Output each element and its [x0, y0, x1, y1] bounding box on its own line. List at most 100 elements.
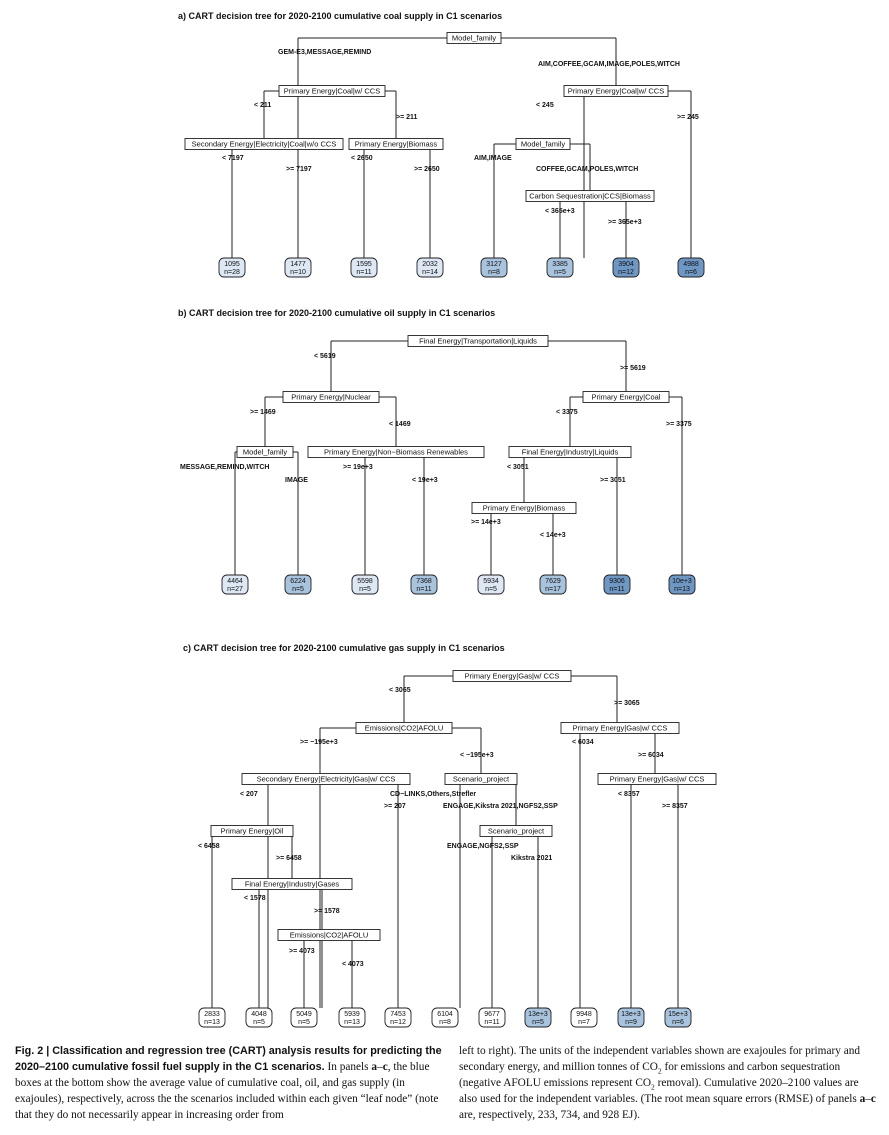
decision-node-label: Emissions|CO2|AFOLU [290, 931, 369, 940]
split-condition-label: >= 4073 [289, 948, 315, 955]
tree-panel-c: c) CART decision tree for 2020-2100 cumu… [183, 643, 717, 1028]
leaf-node-count: n=10 [290, 269, 306, 276]
decision-node-label: Primary Energy|Coal|w/ CCS [284, 87, 380, 96]
split-condition-label: ENGAGE,NGFS2,SSP [447, 843, 519, 850]
split-condition-label: < 1578 [244, 895, 266, 902]
split-condition-label: >= 1578 [314, 908, 340, 915]
leaf-node-count: n=12 [618, 269, 634, 276]
panel-title: a) CART decision tree for 2020-2100 cumu… [178, 11, 502, 21]
split-condition-label: < 2650 [351, 155, 373, 162]
leaf-node-value: 5598 [357, 578, 373, 585]
leaf-node-count: n=12 [390, 1019, 406, 1026]
caption-panel-a: a [371, 1061, 378, 1074]
caption-text: In panels [324, 1061, 372, 1074]
decision-node-box [278, 85, 386, 97]
decision-node-label: Primary Energy|Gas|w/ CCS [610, 775, 705, 784]
split-condition-label: AIM,IMAGE [474, 155, 512, 162]
split-condition-label: < 6034 [572, 739, 594, 746]
leaf-node-value: 9677 [484, 1011, 500, 1018]
leaf-node-value: 3127 [486, 261, 502, 268]
leaf-node-box [284, 574, 312, 595]
decision-node-label: Final Energy|Industry|Gases [245, 880, 340, 889]
split-condition-label: >= 1469 [250, 409, 276, 416]
decision-node-label: Primary Energy|Gas|w/ CCS [573, 724, 668, 733]
caption-panel-a: a [859, 1093, 866, 1106]
leaf-node-count: n=5 [485, 586, 497, 593]
decision-node-box [210, 825, 294, 837]
tree-panel-a: a) CART decision tree for 2020-2100 cumu… [178, 11, 705, 278]
split-condition-label: >= 3375 [666, 421, 692, 428]
leaf-node-count: n=11 [484, 1019, 499, 1026]
caption-text: removal). Cumulative 2020–2100 values ar… [459, 1077, 860, 1106]
decision-node-label: Final Energy|Industry|Liquids [522, 448, 619, 457]
decision-node-label: Primary Energy|Biomass [483, 504, 566, 513]
caption-text: left to right). The units of the indepen… [459, 1045, 861, 1074]
decision-node-box [563, 85, 669, 97]
split-condition-label: >= 3051 [600, 477, 626, 484]
caption-text: for emissions and carbon sequestration (… [459, 1061, 841, 1090]
split-condition-label: >= 6458 [276, 855, 302, 862]
leaf-node-value: 4048 [251, 1011, 267, 1018]
figure-caption-left: Fig. 2 | Classification and regression t… [15, 1043, 443, 1123]
leaf-node-count: n=11 [356, 269, 371, 276]
split-condition-label: < 7197 [222, 155, 244, 162]
leaf-node-value: 3385 [552, 261, 568, 268]
leaf-node-count: n=6 [672, 1019, 684, 1026]
leaf-node-value: 5049 [296, 1011, 312, 1018]
decision-node-box [471, 502, 577, 514]
split-condition-label: >= 245 [677, 114, 699, 121]
caption-text: are, respectively, 233, 734, and 928 EJ)… [459, 1109, 640, 1122]
leaf-node-value: 1477 [290, 261, 306, 268]
leaf-node-count: n=5 [532, 1019, 544, 1026]
split-condition-label: < 1469 [389, 421, 411, 428]
leaf-node-count: n=28 [224, 269, 240, 276]
leaf-node-value: 4988 [683, 261, 699, 268]
decision-node-box [508, 446, 632, 458]
leaf-node-box [603, 574, 631, 595]
caption-text: , the blue boxes at the bottom show the … [15, 1061, 439, 1122]
leaf-node-box [284, 257, 312, 278]
caption-dash: – [865, 1093, 871, 1106]
leaf-node-value: 6224 [290, 578, 306, 585]
panel-title: b) CART decision tree for 2020-2100 cumu… [178, 308, 495, 318]
decision-node-box [236, 446, 294, 458]
tree-panel-b: b) CART decision tree for 2020-2100 cumu… [178, 308, 696, 595]
caption-fig-label: Fig. 2 | Classification and regression t… [15, 1045, 442, 1074]
leaf-node-box [338, 1007, 366, 1028]
leaf-node-box [478, 1007, 506, 1028]
decision-node-label: Final Energy|Transportation|Liquids [419, 337, 537, 346]
leaf-node-value: 7629 [545, 578, 561, 585]
split-condition-label: Kikstra 2021 [511, 855, 552, 862]
leaf-node-value: 9948 [576, 1011, 592, 1018]
decision-node-label: Primary Energy|Coal [591, 393, 660, 402]
split-condition-label: < 14e+3 [540, 532, 566, 539]
leaf-node-box [198, 1007, 226, 1028]
decision-node-label: Carbon Sequestration|CCS|Biomass [529, 192, 651, 201]
tree-connectors [234, 340, 683, 575]
leaf-node-box [677, 257, 705, 278]
decision-node-box [479, 825, 553, 837]
caption-panel-c: c [382, 1061, 388, 1074]
split-condition-label: ENGAGE,Kikstra 2021,NGFS2,SSP [443, 803, 558, 810]
decision-node-label: Scenario_project [488, 827, 545, 836]
leaf-node-box [477, 574, 505, 595]
decision-node-label: Primary Energy|Gas|w/ CCS [465, 672, 560, 681]
decision-node-box [582, 391, 670, 403]
leaf-node-box [480, 257, 508, 278]
leaf-node-box [384, 1007, 412, 1028]
split-condition-label: AIM,COFFEE,GCAM,IMAGE,POLES,WITCH [538, 61, 680, 68]
split-condition-label: >= 14e+3 [471, 519, 501, 526]
cart-figure: a) CART decision tree for 2020-2100 cumu… [178, 11, 717, 1028]
decision-node-box [560, 722, 680, 734]
leaf-node-count: n=5 [359, 586, 371, 593]
split-condition-label: COFFEE,GCAM,POLES,WITCH [536, 166, 638, 173]
leaf-node-count: n=13 [204, 1019, 220, 1026]
decision-node-label: Emissions|CO2|AFOLU [365, 724, 444, 733]
decision-node-label: Primary Energy|Coal|w/ CCS [568, 87, 664, 96]
leaf-node-value: 2032 [422, 261, 438, 268]
split-condition-label: >= 207 [384, 803, 406, 810]
split-condition-label: >= 6034 [638, 752, 664, 759]
split-condition-label: IMAGE [285, 477, 308, 484]
decision-node-box [446, 32, 502, 44]
decision-node-box [277, 929, 381, 941]
